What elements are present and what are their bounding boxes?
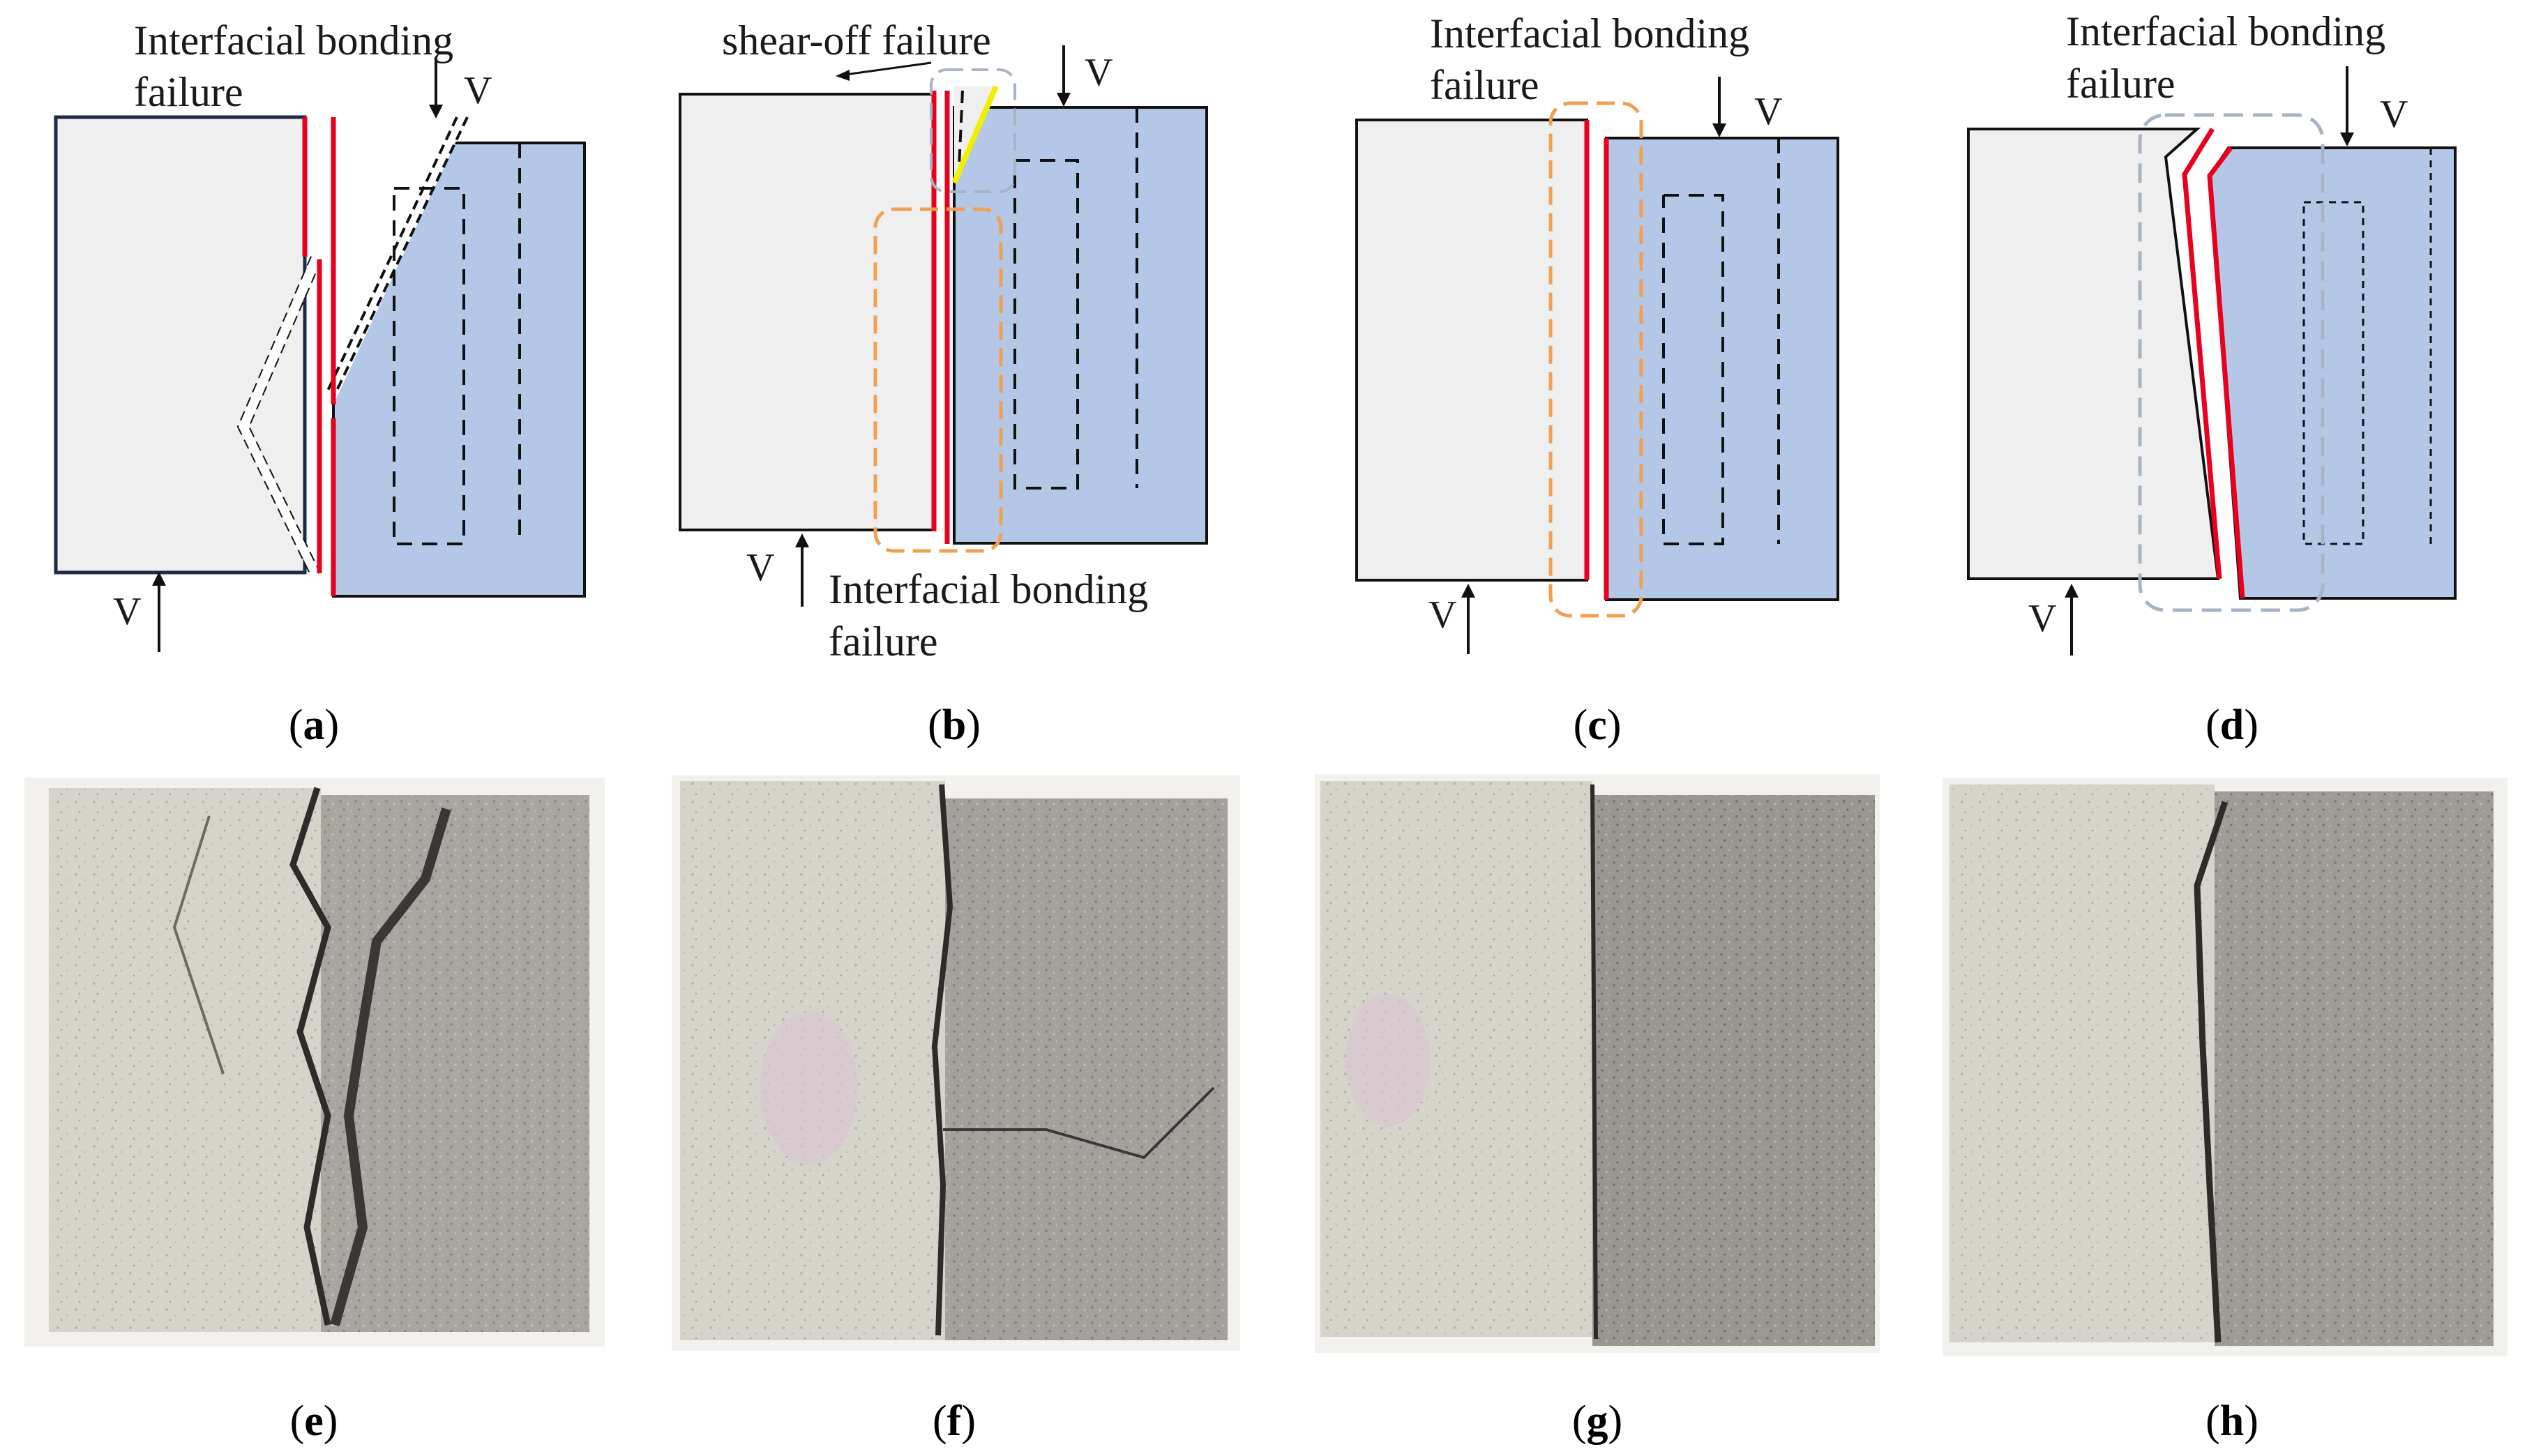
shear-off-dash [958, 90, 964, 168]
failure-label-line1: Interfacial bonding [2066, 8, 2385, 54]
load-label: V [113, 590, 141, 633]
arrow-head-icon [2340, 132, 2354, 146]
panel-caption: (a) [289, 702, 339, 749]
arrow-head-icon [1057, 93, 1071, 107]
photo-crack [943, 1086, 1215, 1160]
failure-label-line1: Interfacial bonding [134, 17, 453, 63]
arrow-head-icon [429, 105, 443, 119]
failure-label-line1: Interfacial bonding [829, 566, 1148, 612]
failure-label-line2: failure [1430, 62, 1539, 108]
reinforcement-dashes [2302, 201, 2365, 545]
shear-plane-line [951, 85, 999, 184]
old-concrete-block [54, 115, 307, 575]
label-pointer [840, 61, 932, 77]
photo-old-half [1949, 784, 2215, 1342]
new-concrete-block [953, 106, 1208, 545]
photo-old-half [49, 788, 321, 1332]
photo-crack [931, 784, 953, 1336]
load-label: V [1085, 51, 1113, 94]
old-concrete-block [1355, 119, 1588, 582]
crack-wedge-fill [239, 257, 321, 573]
panel-caption: (b) [928, 702, 981, 749]
panel-c: V V Interfacial bonding failure [1355, 10, 1839, 654]
panel-caption: (c) [1574, 702, 1622, 749]
photo-new-half [945, 798, 1228, 1340]
load-label: V [1754, 90, 1782, 133]
load-label: V [2028, 597, 2056, 640]
photo-h [1943, 778, 2507, 1356]
panel-caption: (f) [933, 1397, 976, 1445]
interface-failure-line [2207, 146, 2245, 599]
captions: (a) (b) (c) (d) (e) (f) (g) (h) [289, 702, 2258, 1445]
arrow-head-icon [1461, 584, 1475, 598]
old-concrete-block [679, 93, 935, 531]
panel-caption: (d) [2205, 702, 2258, 749]
photo-crack [1590, 784, 1598, 1340]
interface-zone-box [1548, 101, 1643, 618]
interface-failure-line [2182, 128, 2222, 579]
arrow-head-icon [836, 70, 850, 81]
failure-label-line2: failure [829, 619, 938, 665]
crack-path [326, 116, 458, 391]
load-label: V [1428, 593, 1456, 637]
photo-crack [330, 807, 451, 1326]
arrow-head-icon [795, 533, 809, 547]
load-label: V [746, 546, 774, 589]
reinforcement-dashes [1013, 159, 1079, 490]
failure-label-line2: failure [134, 69, 243, 115]
reinforcement-dashes [393, 187, 465, 545]
load-label: V [2380, 93, 2408, 136]
shear-off-label: shear-off failure [722, 17, 991, 63]
arrow-head-icon [152, 572, 166, 586]
photo-stain [1346, 994, 1430, 1126]
panel-a: V V Interfacial bonding failure [54, 17, 586, 652]
photo-new-half [1592, 795, 1875, 1346]
photo-e [24, 778, 605, 1347]
failure-label-line1: Interfacial bonding [1430, 10, 1749, 56]
panel-b: V V shear-off failure Interfacial bondin… [679, 17, 1208, 665]
new-concrete-block [2208, 146, 2457, 600]
photo-new-half [2215, 791, 2494, 1346]
arrow-head-icon [2065, 584, 2079, 598]
interface-zone-box [873, 207, 1003, 553]
panel-caption: (g) [1572, 1397, 1622, 1445]
photo-crack [289, 787, 331, 1326]
photo-f [672, 775, 1240, 1351]
panel-d: V V Interfacial bonding failure [1967, 8, 2457, 655]
shear-zone-box [930, 68, 1016, 193]
load-label: V [464, 69, 492, 112]
arrow-head-icon [1712, 123, 1726, 137]
photo-g [1315, 774, 1880, 1353]
interface-zone-box [2138, 113, 2325, 612]
panel-caption: (e) [290, 1397, 338, 1445]
panel-caption: (h) [2205, 1397, 2258, 1445]
photo-new-half [321, 795, 589, 1332]
photo-crack [2194, 801, 2228, 1343]
failure-label-line2: failure [2066, 61, 2175, 107]
old-concrete-block [1967, 128, 2220, 580]
reinforcement-dashes [1662, 194, 1724, 545]
crack-path [332, 116, 469, 398]
photo-stain [760, 1011, 858, 1165]
photo-crack [172, 815, 225, 1075]
